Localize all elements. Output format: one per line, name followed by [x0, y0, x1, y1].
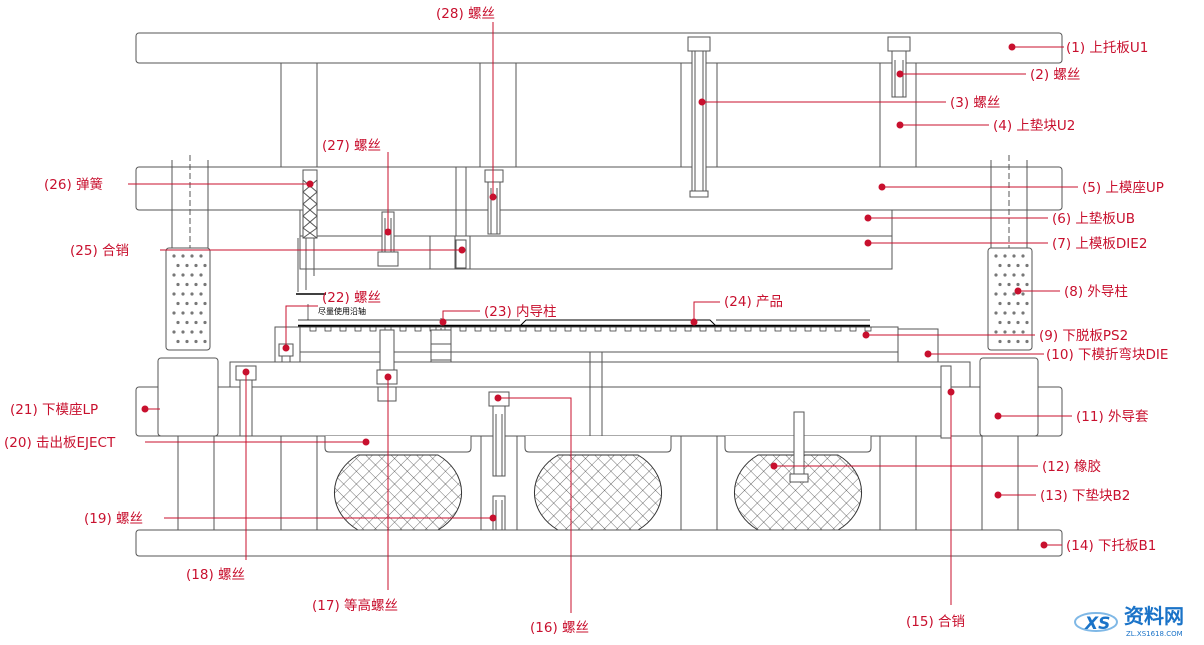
leader-dots [141, 43, 1048, 549]
label-screw-18: (18) 螺丝 [186, 567, 245, 583]
lower-back-plate [135, 529, 1063, 557]
long-screw [687, 36, 711, 198]
label-screw-2: (2) 螺丝 [1030, 67, 1080, 83]
label-screw-28: (28) 螺丝 [436, 6, 495, 22]
label-lower-back-plate: (14) 下托板B1 [1066, 538, 1156, 554]
label-screw-22: (22) 螺丝 [322, 290, 381, 306]
label-screw-16: (16) 螺丝 [530, 620, 589, 636]
spring [302, 169, 318, 290]
upper-back-plate [135, 32, 1063, 64]
shoulder-screw [376, 329, 398, 402]
label-screw-3: (3) 螺丝 [950, 95, 1000, 111]
label-rubber: (12) 橡胶 [1042, 458, 1101, 475]
svg-text:XS: XS [1084, 614, 1110, 634]
label-dowel-15: (15) 合销 [906, 614, 965, 630]
label-lower-bending-block: (10) 下模折弯块DIE [1046, 346, 1168, 363]
callout-labels: (1) 上托板U1 (2) 螺丝 (3) 螺丝 (4) 上垫块U2 (5) 上模… [4, 6, 1168, 636]
label-product: (24) 产品 [724, 294, 783, 310]
rubber-blocks [333, 454, 863, 531]
label-dowel-25: (25) 合销 [70, 243, 129, 259]
label-outer-guide-post: (8) 外导柱 [1064, 284, 1128, 300]
label-lower-stripper: (9) 下脱板PS2 [1039, 328, 1128, 344]
label-upper-die-plate: (7) 上模板DIE2 [1052, 236, 1147, 252]
label-upper-back-plate: (1) 上托板U1 [1066, 40, 1148, 56]
upper-die-plate [299, 235, 893, 270]
screw-16 [488, 391, 510, 477]
watermark: XS 资料网 ZL.XS1618.COM [1074, 604, 1184, 638]
product-strip [298, 319, 870, 328]
label-ejector-plate: (20) 击出板EJECT [4, 435, 116, 451]
label-lower-parallel: (13) 下垫块B2 [1040, 488, 1130, 504]
watermark-name: 资料网 [1124, 604, 1184, 628]
rubber-screw [789, 411, 809, 483]
upper-guide-bores [171, 155, 1028, 250]
label-inner-guide-post: (23) 内导柱 [484, 304, 557, 320]
label-upper-backing-plate: (6) 上垫板UB [1052, 211, 1135, 227]
upper-die-shoe [135, 166, 1063, 211]
label-spring: (26) 弹簧 [44, 177, 103, 193]
watermark-url: ZL.XS1618.COM [1126, 630, 1183, 638]
note-annotation: 尽量使用沿轴 [296, 293, 366, 320]
leader-lines [128, 22, 1078, 613]
mold-drawing [135, 32, 1063, 557]
label-lower-die-shoe: (21) 下模座LP [10, 402, 98, 418]
dowel-25 [455, 239, 467, 269]
label-screw-27: (27) 螺丝 [322, 138, 381, 154]
label-upper-parallel: (4) 上垫块U2 [993, 118, 1075, 134]
label-screw-19: (19) 螺丝 [84, 511, 143, 527]
ejector-plate [324, 436, 872, 453]
label-outer-guide-bushing: (11) 外导套 [1076, 409, 1149, 425]
label-upper-die-shoe: (5) 上模座UP [1082, 180, 1164, 196]
note-text: 尽量使用沿轴 [318, 306, 366, 316]
guide-post-balls [172, 254, 1029, 344]
dowel-15 [940, 365, 952, 439]
lower-parallels [177, 435, 1019, 531]
lower-die-shoe [135, 386, 1063, 437]
screw-28 [484, 169, 504, 235]
label-shoulder-screw: (17) 等高螺丝 [312, 597, 398, 614]
watermark-logo-icon: XS [1074, 612, 1118, 634]
outer-guide-posts [165, 247, 1033, 351]
